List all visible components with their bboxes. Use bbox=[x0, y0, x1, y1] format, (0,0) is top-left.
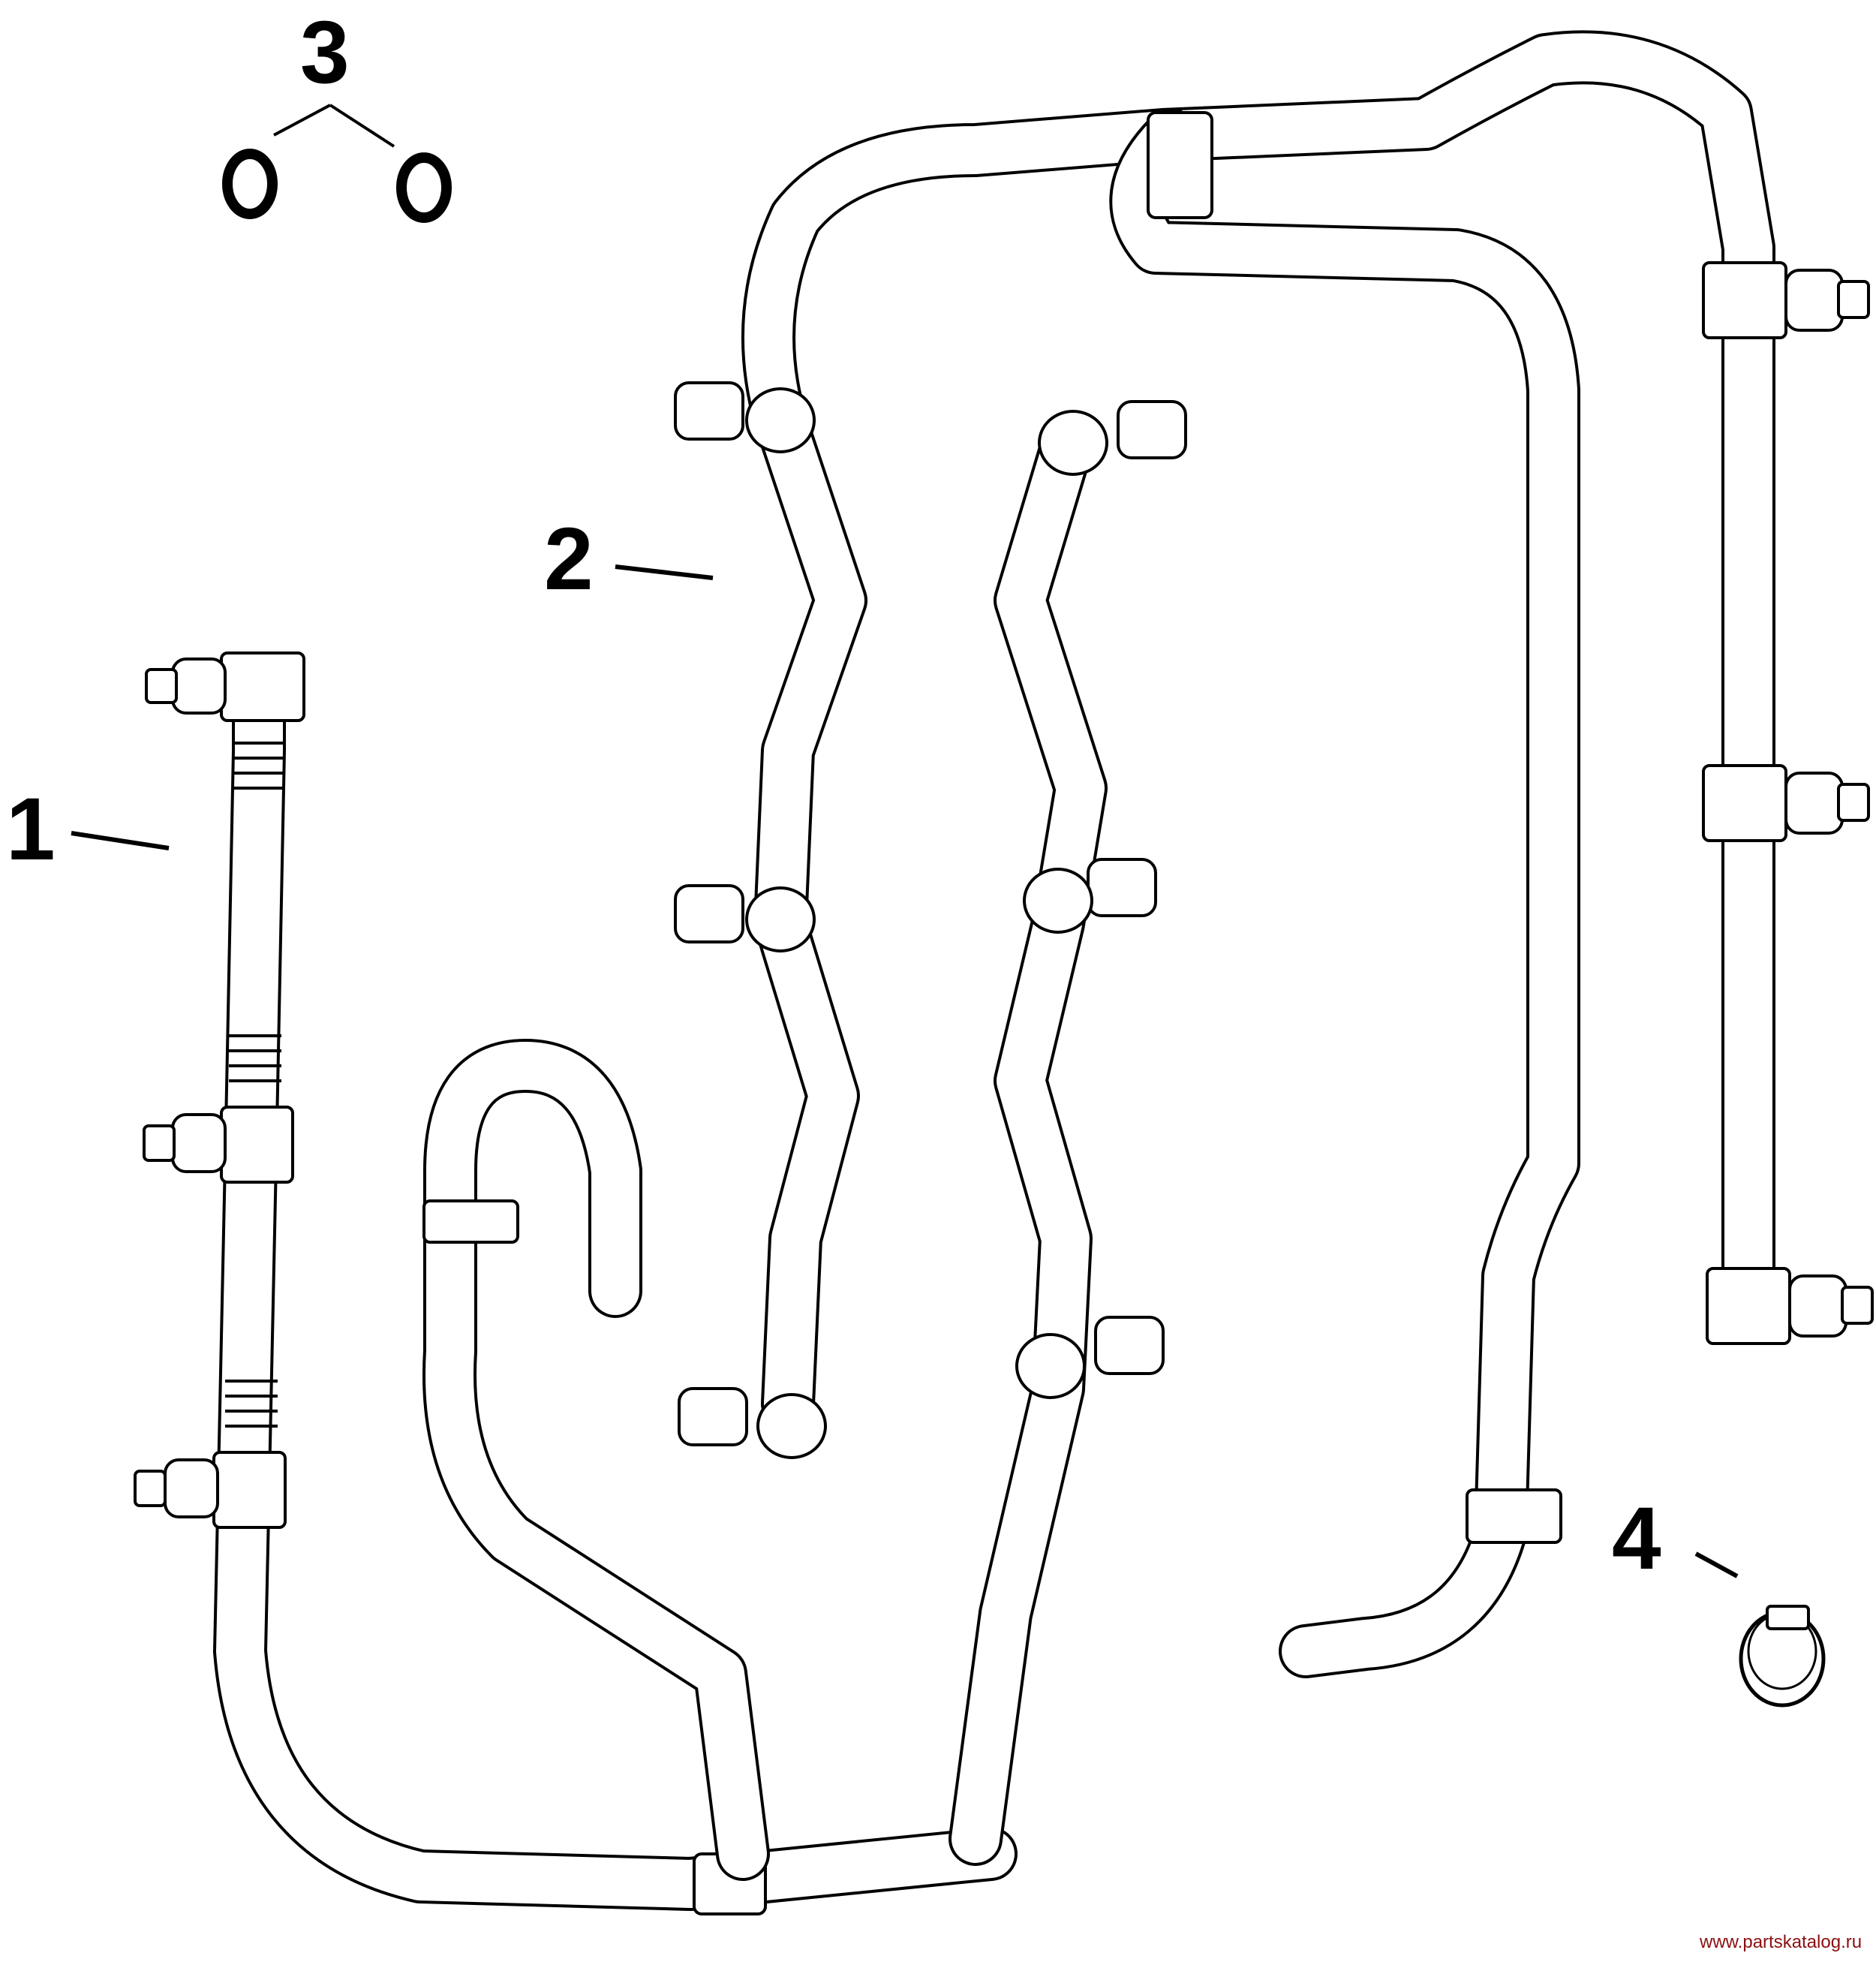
hose-clamp-right bbox=[1466, 1488, 1562, 1544]
o-ring-left bbox=[222, 149, 278, 219]
callout-4: 4 bbox=[1612, 1489, 1661, 1588]
o-ring-pair bbox=[222, 104, 452, 223]
hose-assembly-main bbox=[674, 30, 1874, 1866]
u-hose bbox=[422, 1039, 770, 1881]
watermark: www.partskatalog.ru bbox=[1699, 1932, 1862, 1952]
elbow-fitting bbox=[674, 381, 816, 453]
callout-leaders bbox=[71, 564, 1739, 1578]
elbow-fitting bbox=[1023, 858, 1157, 934]
elbow-fitting bbox=[678, 1387, 827, 1459]
callout-2: 2 bbox=[544, 510, 594, 609]
tee-fitting-bottom bbox=[134, 1451, 287, 1529]
hose-clamp bbox=[1739, 1605, 1826, 1708]
elbow-fitting bbox=[1038, 400, 1187, 476]
callout-1: 1 bbox=[6, 780, 56, 879]
tee-fitting-right-middle bbox=[1702, 764, 1870, 842]
callout-3: 3 bbox=[300, 3, 350, 102]
tee-fitting-right-top bbox=[1702, 261, 1870, 339]
tee-fitting-middle bbox=[143, 1106, 294, 1184]
top-clamp bbox=[1147, 111, 1213, 219]
o-ring-right bbox=[396, 152, 452, 223]
elbow-fitting bbox=[674, 884, 816, 952]
tee-fitting-top bbox=[145, 651, 305, 722]
ribbed-section bbox=[225, 742, 285, 1428]
hose-clamp-u bbox=[422, 1199, 519, 1244]
elbow-fitting bbox=[1015, 1316, 1165, 1399]
hose-assembly-left bbox=[134, 651, 1018, 1915]
tee-fitting-right-bottom bbox=[1706, 1267, 1874, 1345]
